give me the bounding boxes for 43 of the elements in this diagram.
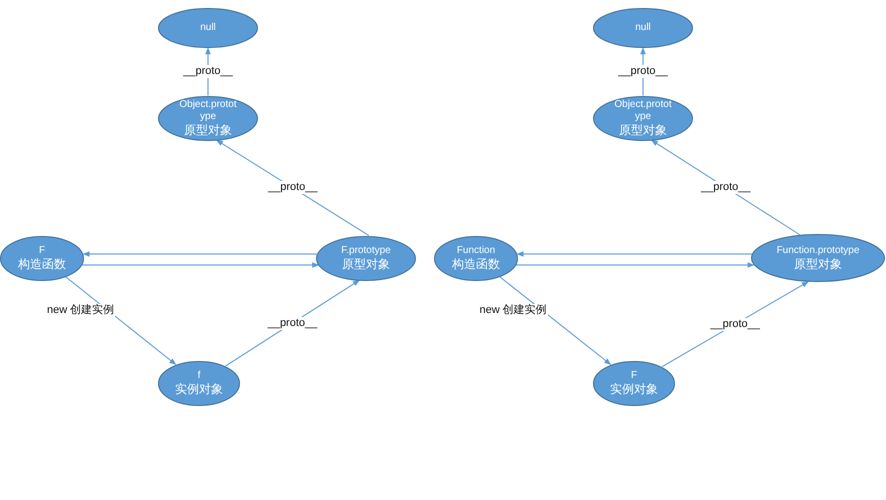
node-text: 构造函数 — [452, 257, 500, 271]
ellipse-node — [434, 236, 518, 280]
node-text: 构造函数 — [18, 257, 66, 271]
ellipse-node — [158, 96, 258, 140]
node-text: null — [200, 22, 216, 34]
arrow — [650, 140, 800, 236]
node-text: 实例对象 — [175, 382, 223, 396]
edge-label: __proto__ — [617, 65, 669, 78]
ellipse-node — [593, 8, 693, 48]
node-text: F.prototype — [341, 245, 391, 257]
node-text: 实例对象 — [610, 382, 658, 396]
edge-label: __proto__ — [266, 181, 319, 194]
node-text: 原型对象 — [794, 257, 842, 271]
edge-label: __proto__ — [266, 316, 318, 330]
node-text: 原型对象 — [619, 123, 667, 137]
ellipse-node — [593, 96, 693, 140]
node-text: 原型对象 — [342, 257, 390, 271]
edge-label: __proto__ — [709, 318, 761, 331]
ellipse-node — [751, 234, 885, 282]
ellipse-node — [0, 236, 84, 280]
ellipse-node — [316, 236, 416, 280]
node-text: f — [198, 370, 200, 382]
arrow — [82, 251, 318, 257]
arrow — [81, 262, 320, 268]
node-text: 原型对象 — [184, 123, 232, 137]
node-text: Function — [456, 245, 496, 257]
ellipse-node — [158, 8, 258, 48]
edge-label: __proto__ — [182, 65, 234, 78]
node-text: Object.prototype — [614, 99, 672, 123]
arrow — [216, 140, 370, 236]
arrow — [499, 276, 612, 365]
arrow — [515, 262, 755, 268]
node-text: null — [635, 22, 651, 34]
edge-label: new 创建实例 — [478, 304, 548, 318]
node-text: F — [38, 245, 46, 257]
edge-label: new 创建实例 — [46, 304, 116, 318]
node-text: Function.prototype — [776, 245, 860, 257]
edge-label: __proto__ — [700, 181, 752, 194]
ellipse-node — [158, 360, 240, 406]
node-text: Object.prototype — [179, 99, 237, 123]
arrow — [516, 251, 752, 257]
ellipse-node — [593, 360, 675, 406]
node-text: F — [630, 370, 638, 382]
